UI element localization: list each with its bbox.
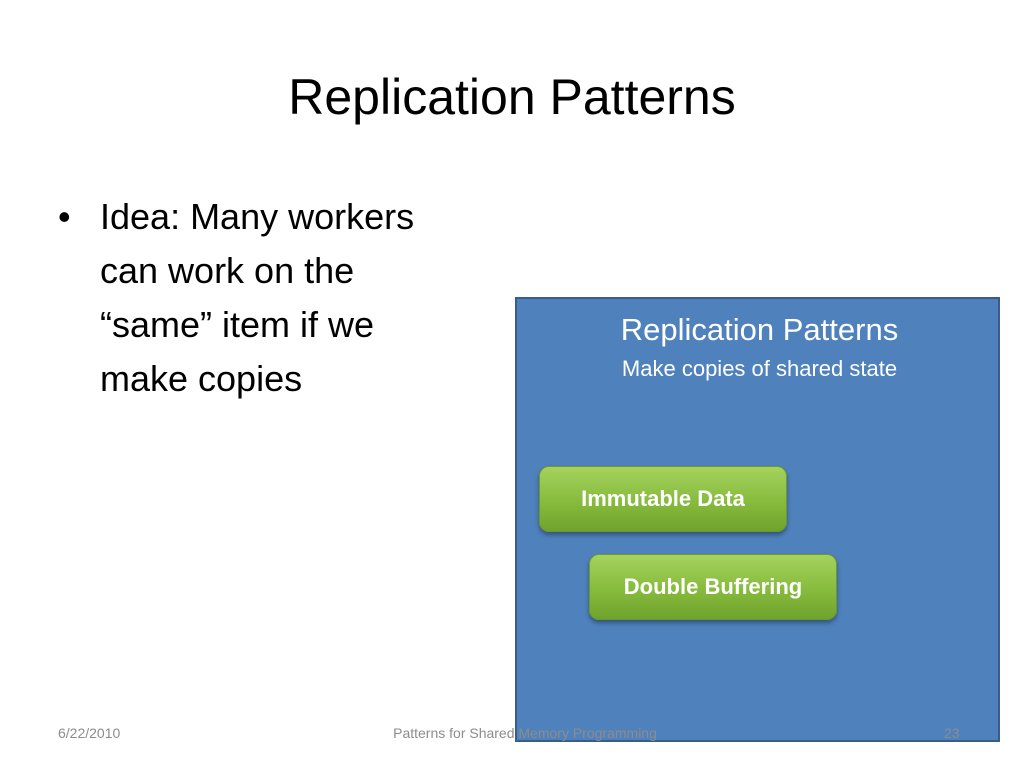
box-subtitle: Make copies of shared state — [621, 356, 898, 381]
double-buffering-pattern: Double Buffering — [589, 554, 837, 620]
footer-page-number: 23 — [944, 725, 960, 741]
box-title: Replication Patterns — [620, 312, 899, 347]
footer-title: Patterns for Shared Memory Programming — [393, 725, 657, 741]
replication-patterns-box: Replication Patterns Make copies of shar… — [515, 297, 1000, 742]
bullet-item: • Idea: Many workers can work on the “sa… — [58, 190, 458, 406]
bullet-text: Idea: Many workers can work on the “same… — [100, 196, 415, 399]
immutable-data-pattern: Immutable Data — [539, 466, 787, 532]
bullet-list: • Idea: Many workers can work on the “sa… — [58, 190, 458, 406]
bullet-dot-icon: • — [58, 196, 71, 237]
slide-title: Replication Patterns — [288, 69, 736, 125]
footer-date: 6/22/2010 — [58, 725, 121, 741]
